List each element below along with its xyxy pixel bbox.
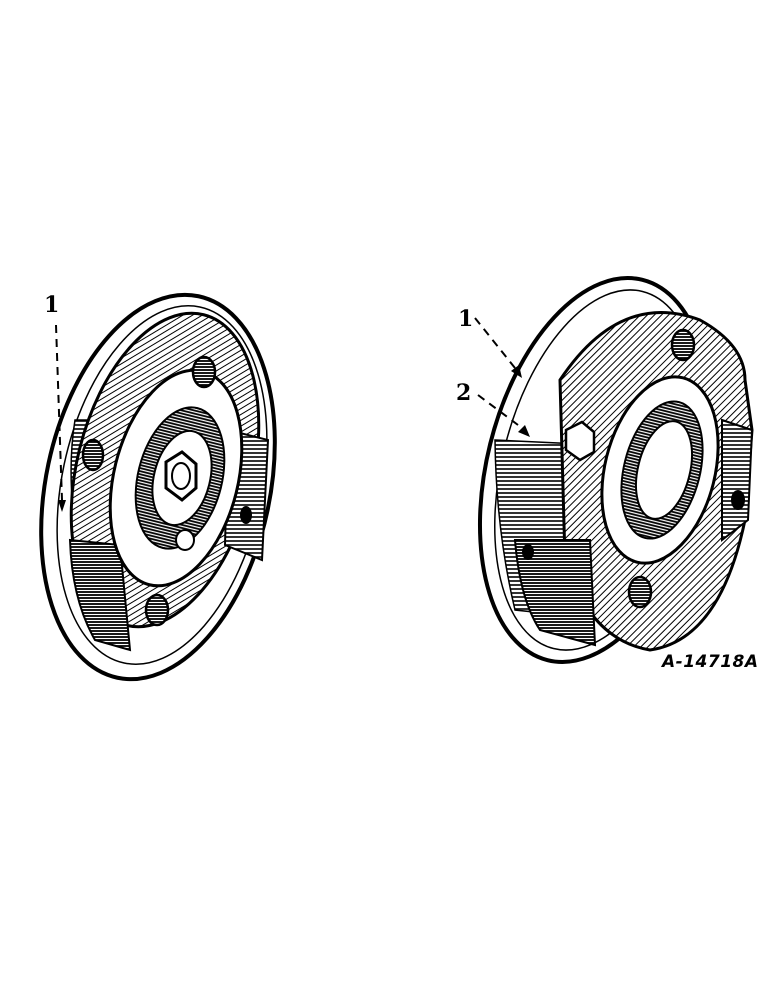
right-wheel-weight-view <box>474 276 754 664</box>
left-bolt-bottom <box>144 593 170 627</box>
left-callout-1: 1 <box>44 292 60 318</box>
left-bolt-top <box>191 355 217 389</box>
left-wheel-weight-view <box>39 292 277 682</box>
right-leader-1 <box>474 317 516 369</box>
right-callout-1: 1 <box>458 306 474 332</box>
left-center-nut <box>164 450 198 502</box>
right-bolt-left <box>564 420 596 462</box>
right-bolt-bottom <box>627 575 653 609</box>
left-leader-1 <box>55 324 63 501</box>
figure-id-label: A-14718A <box>662 652 759 672</box>
right-leader-2 <box>477 394 523 429</box>
right-callout-2: 2 <box>456 380 472 406</box>
right-bolt-top <box>670 328 696 362</box>
left-bolt-left <box>81 438 105 472</box>
